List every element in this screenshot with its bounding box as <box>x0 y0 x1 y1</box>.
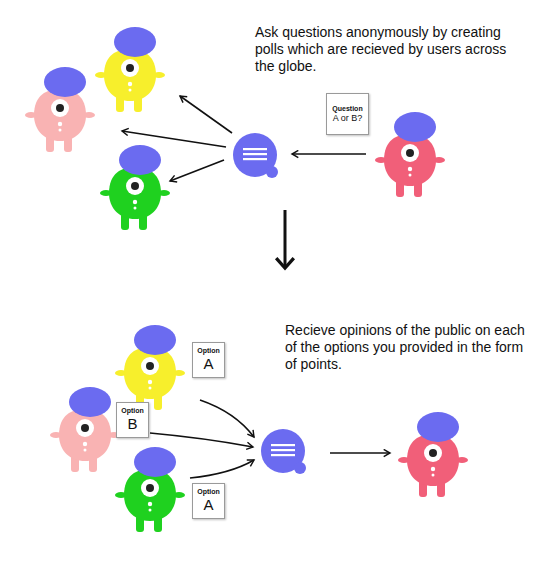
description-text: Recieve opinions of the public on each o… <box>285 322 533 373</box>
chat-bubble <box>233 133 278 178</box>
card-value: A or B? <box>331 113 364 123</box>
poll-card: QuestionA or B? <box>326 93 369 135</box>
poll-card: OptionB <box>116 402 149 438</box>
pink-user <box>25 67 95 152</box>
arrow <box>190 460 254 478</box>
green-user <box>100 145 170 230</box>
arrow <box>292 153 366 155</box>
chat-bubble <box>261 429 306 474</box>
yellow-user <box>115 325 185 410</box>
arrow <box>170 160 224 181</box>
poll-card: OptionA <box>192 483 225 519</box>
card-value: A <box>196 355 221 372</box>
arrow <box>200 400 254 437</box>
arrow <box>150 433 253 447</box>
green-user <box>115 447 185 532</box>
down-arrow <box>284 210 287 268</box>
arrow <box>330 452 390 454</box>
card-value: A <box>196 496 221 513</box>
arrows-in <box>150 400 390 478</box>
poll-card: OptionA <box>192 342 225 378</box>
arrow <box>180 96 232 133</box>
yellow-user <box>95 27 165 112</box>
arrow <box>122 131 226 147</box>
card-heading: Option <box>196 347 221 355</box>
card-heading: Question <box>331 105 364 113</box>
card-heading: Option <box>196 488 221 496</box>
pink-user <box>50 387 120 472</box>
red-user <box>375 112 445 197</box>
card-value: B <box>120 415 145 432</box>
card-heading: Option <box>120 407 145 415</box>
description-text: Ask questions anonymously by creating po… <box>255 24 525 75</box>
red-user <box>398 412 468 497</box>
